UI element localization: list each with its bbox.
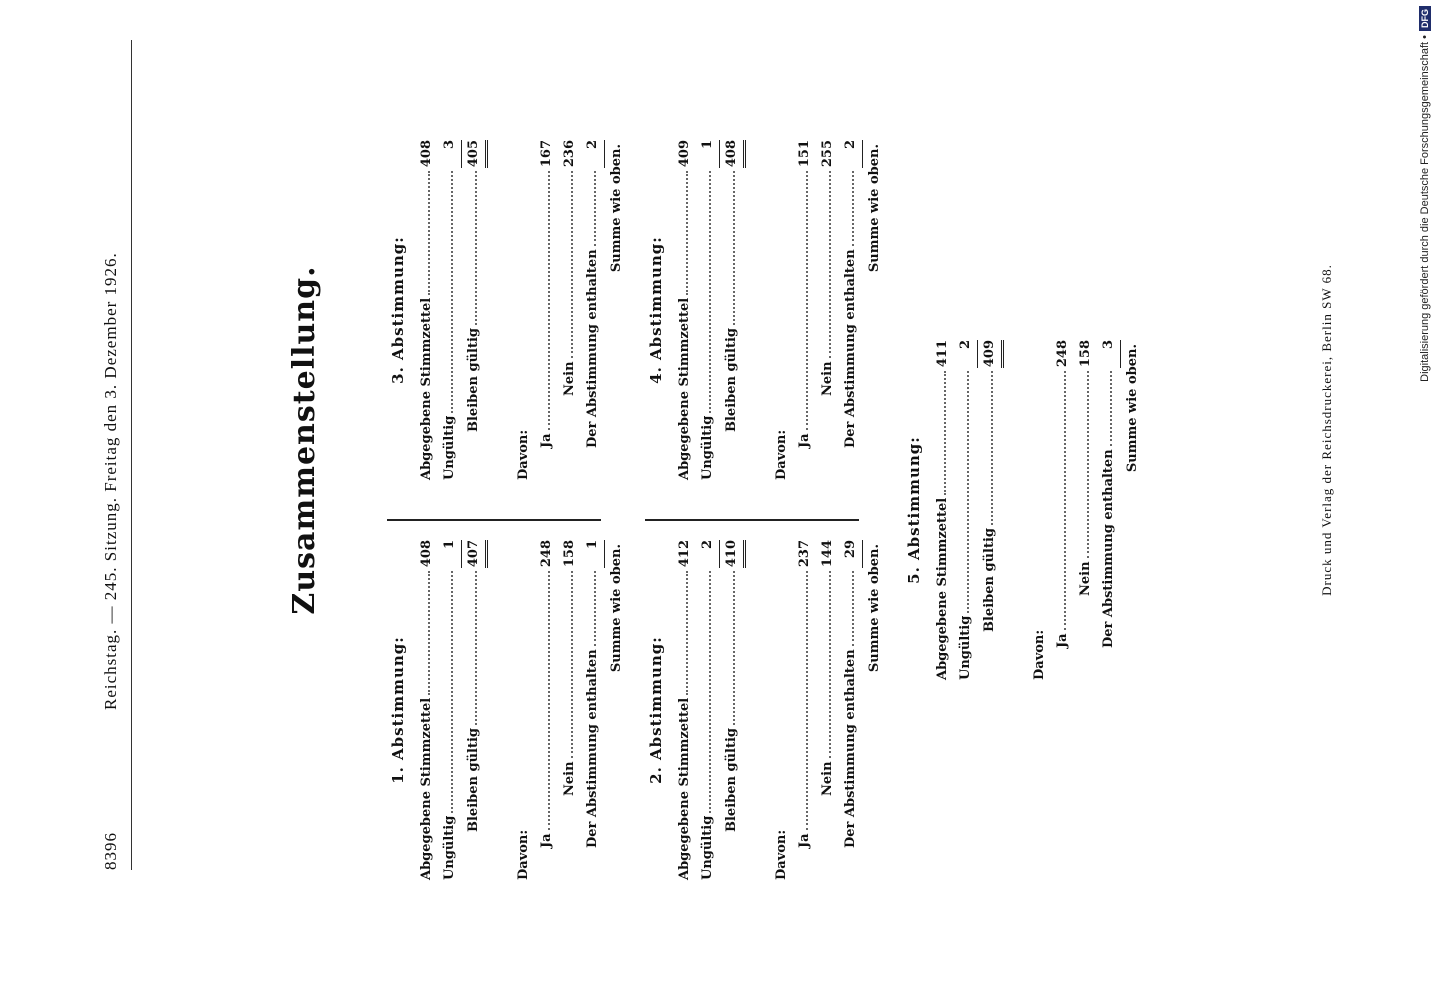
document-page: 8396 Reichstag. — 245. Sitzung. Freitag … <box>97 20 1337 1000</box>
value-ungueltig: 3 <box>438 140 462 168</box>
value-ja: 167 <box>539 140 554 168</box>
value-enthalten: 1 <box>581 540 605 568</box>
column-divider-lower <box>645 519 859 521</box>
value-enthalten: 29 <box>839 540 863 568</box>
value-abgegeben: 409 <box>677 140 692 168</box>
row-davon: Davon: <box>774 429 789 480</box>
row-davon: Davon: <box>516 829 531 880</box>
value-ungueltig: 2 <box>954 340 978 368</box>
value-gueltig: 407 <box>462 540 488 568</box>
value-gueltig: 410 <box>720 540 746 568</box>
section-heading: 3. Abstimmung: <box>389 236 407 384</box>
row-davon: Davon: <box>774 829 789 880</box>
row-davon: Davon: <box>516 429 531 480</box>
printer-footer: Druck und Verlag der Reichsdruckerei, Be… <box>1319 264 1334 596</box>
value-ja: 151 <box>797 140 812 168</box>
summe-note: Summe wie oben. <box>867 544 882 673</box>
value-gueltig: 405 <box>462 140 488 168</box>
value-ja: 237 <box>797 540 812 568</box>
value-abgegeben: 408 <box>419 140 434 168</box>
row-davon: Davon: <box>1032 629 1047 680</box>
value-nein: 255 <box>820 140 835 168</box>
main-title: Zusammenstellung. <box>287 265 322 615</box>
summe-note: Summe wie oben. <box>867 144 882 273</box>
value-nein: 144 <box>820 540 835 568</box>
page-header: 8396 Reichstag. — 245. Sitzung. Freitag … <box>97 40 132 870</box>
column-divider-upper <box>387 519 601 521</box>
summe-note: Summe wie oben. <box>1125 344 1140 473</box>
summe-note: Summe wie oben. <box>609 544 624 673</box>
value-gueltig: 408 <box>720 140 746 168</box>
value-enthalten: 3 <box>1097 340 1121 368</box>
section-heading: 4. Abstimmung: <box>647 236 665 384</box>
value-enthalten: 2 <box>581 140 605 168</box>
value-abgegeben: 412 <box>677 540 692 568</box>
value-enthalten: 2 <box>839 140 863 168</box>
header-title: Reichstag. — 245. Sitzung. Freitag den 3… <box>101 252 120 710</box>
dfg-watermark: Digitalisierung gefördert durch die Deut… <box>1415 6 1434 398</box>
dfg-watermark-text: Digitalisierung gefördert durch die Deut… <box>1419 35 1431 382</box>
value-ungueltig: 1 <box>696 140 720 168</box>
section-heading: 2. Abstimmung: <box>647 636 665 784</box>
section-heading: 1. Abstimmung: <box>389 636 407 784</box>
page-number: 8396 <box>101 832 120 870</box>
value-ungueltig: 1 <box>438 540 462 568</box>
value-nein: 158 <box>1078 340 1093 368</box>
value-ja: 248 <box>1055 340 1070 368</box>
dfg-logo-icon: DFG <box>1419 6 1431 31</box>
value-gueltig: 409 <box>978 340 1004 368</box>
section-heading: 5. Abstimmung: <box>905 436 923 584</box>
value-ungueltig: 2 <box>696 540 720 568</box>
value-nein: 236 <box>562 140 577 168</box>
value-ja: 248 <box>539 540 554 568</box>
summe-note: Summe wie oben. <box>609 144 624 273</box>
value-abgegeben: 408 <box>419 540 434 568</box>
value-abgegeben: 411 <box>935 340 950 368</box>
value-nein: 158 <box>562 540 577 568</box>
